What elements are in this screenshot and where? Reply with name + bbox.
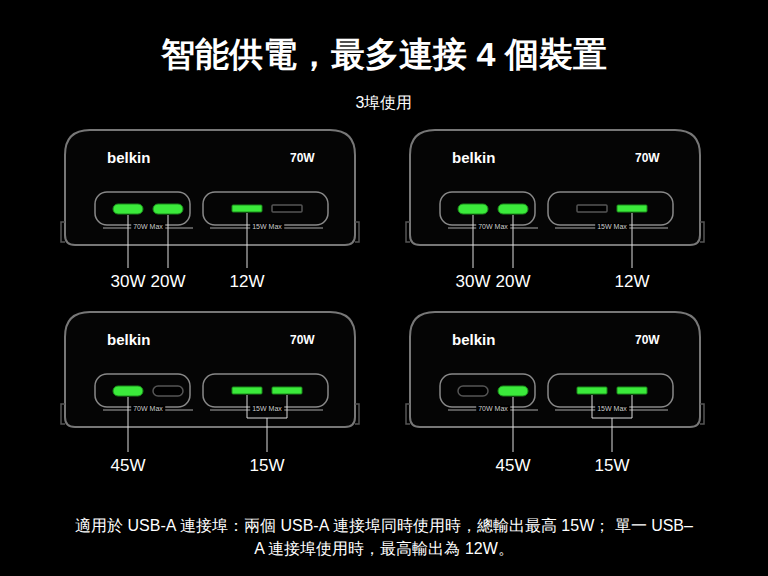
wattage-callout: 20W — [496, 272, 531, 292]
brand-name: belkin — [107, 149, 150, 166]
wattage-callout: 30W — [456, 272, 491, 292]
subtitle: 3埠使用 — [356, 93, 413, 114]
port-rating: 70W Max — [476, 405, 510, 412]
brand-name: belkin — [452, 149, 495, 166]
wattage-callout: 30W — [111, 272, 146, 292]
port-rating: 15W Max — [250, 223, 284, 230]
wattage-callout: 12W — [230, 272, 265, 292]
port-rating: 15W Max — [250, 405, 284, 412]
title: 智能供電，最多連接 4 個裝置 — [0, 32, 768, 78]
brand-name: belkin — [452, 331, 495, 348]
caption: 適用於 USB-A 連接埠：兩個 USB-A 連接埠同時使用時，總輸出最高 15… — [74, 514, 694, 560]
power-bank: belkin 70W 70W Max 15W Max — [410, 312, 700, 427]
port-rating: 70W Max — [131, 405, 165, 412]
capacity-label: 70W — [290, 333, 315, 347]
port-rating: 70W Max — [131, 223, 165, 230]
wattage-callout: 45W — [111, 456, 146, 476]
port-rating: 15W Max — [595, 405, 629, 412]
capacity-label: 70W — [635, 333, 660, 347]
wattage-callout: 12W — [615, 272, 650, 292]
power-bank: belkin 70W 70W Max 15W Max — [65, 130, 355, 245]
port-rating: 70W Max — [476, 223, 510, 230]
power-bank: belkin 70W 70W Max 15W Max — [410, 130, 700, 245]
brand-name: belkin — [107, 331, 150, 348]
wattage-callout: 45W — [496, 456, 531, 476]
wattage-callout: 15W — [595, 456, 630, 476]
wattage-callout: 15W — [250, 456, 285, 476]
power-bank: belkin 70W 70W Max 15W Max — [65, 312, 355, 427]
capacity-label: 70W — [290, 151, 315, 165]
wattage-callout: 20W — [151, 272, 186, 292]
capacity-label: 70W — [635, 151, 660, 165]
port-rating: 15W Max — [595, 223, 629, 230]
